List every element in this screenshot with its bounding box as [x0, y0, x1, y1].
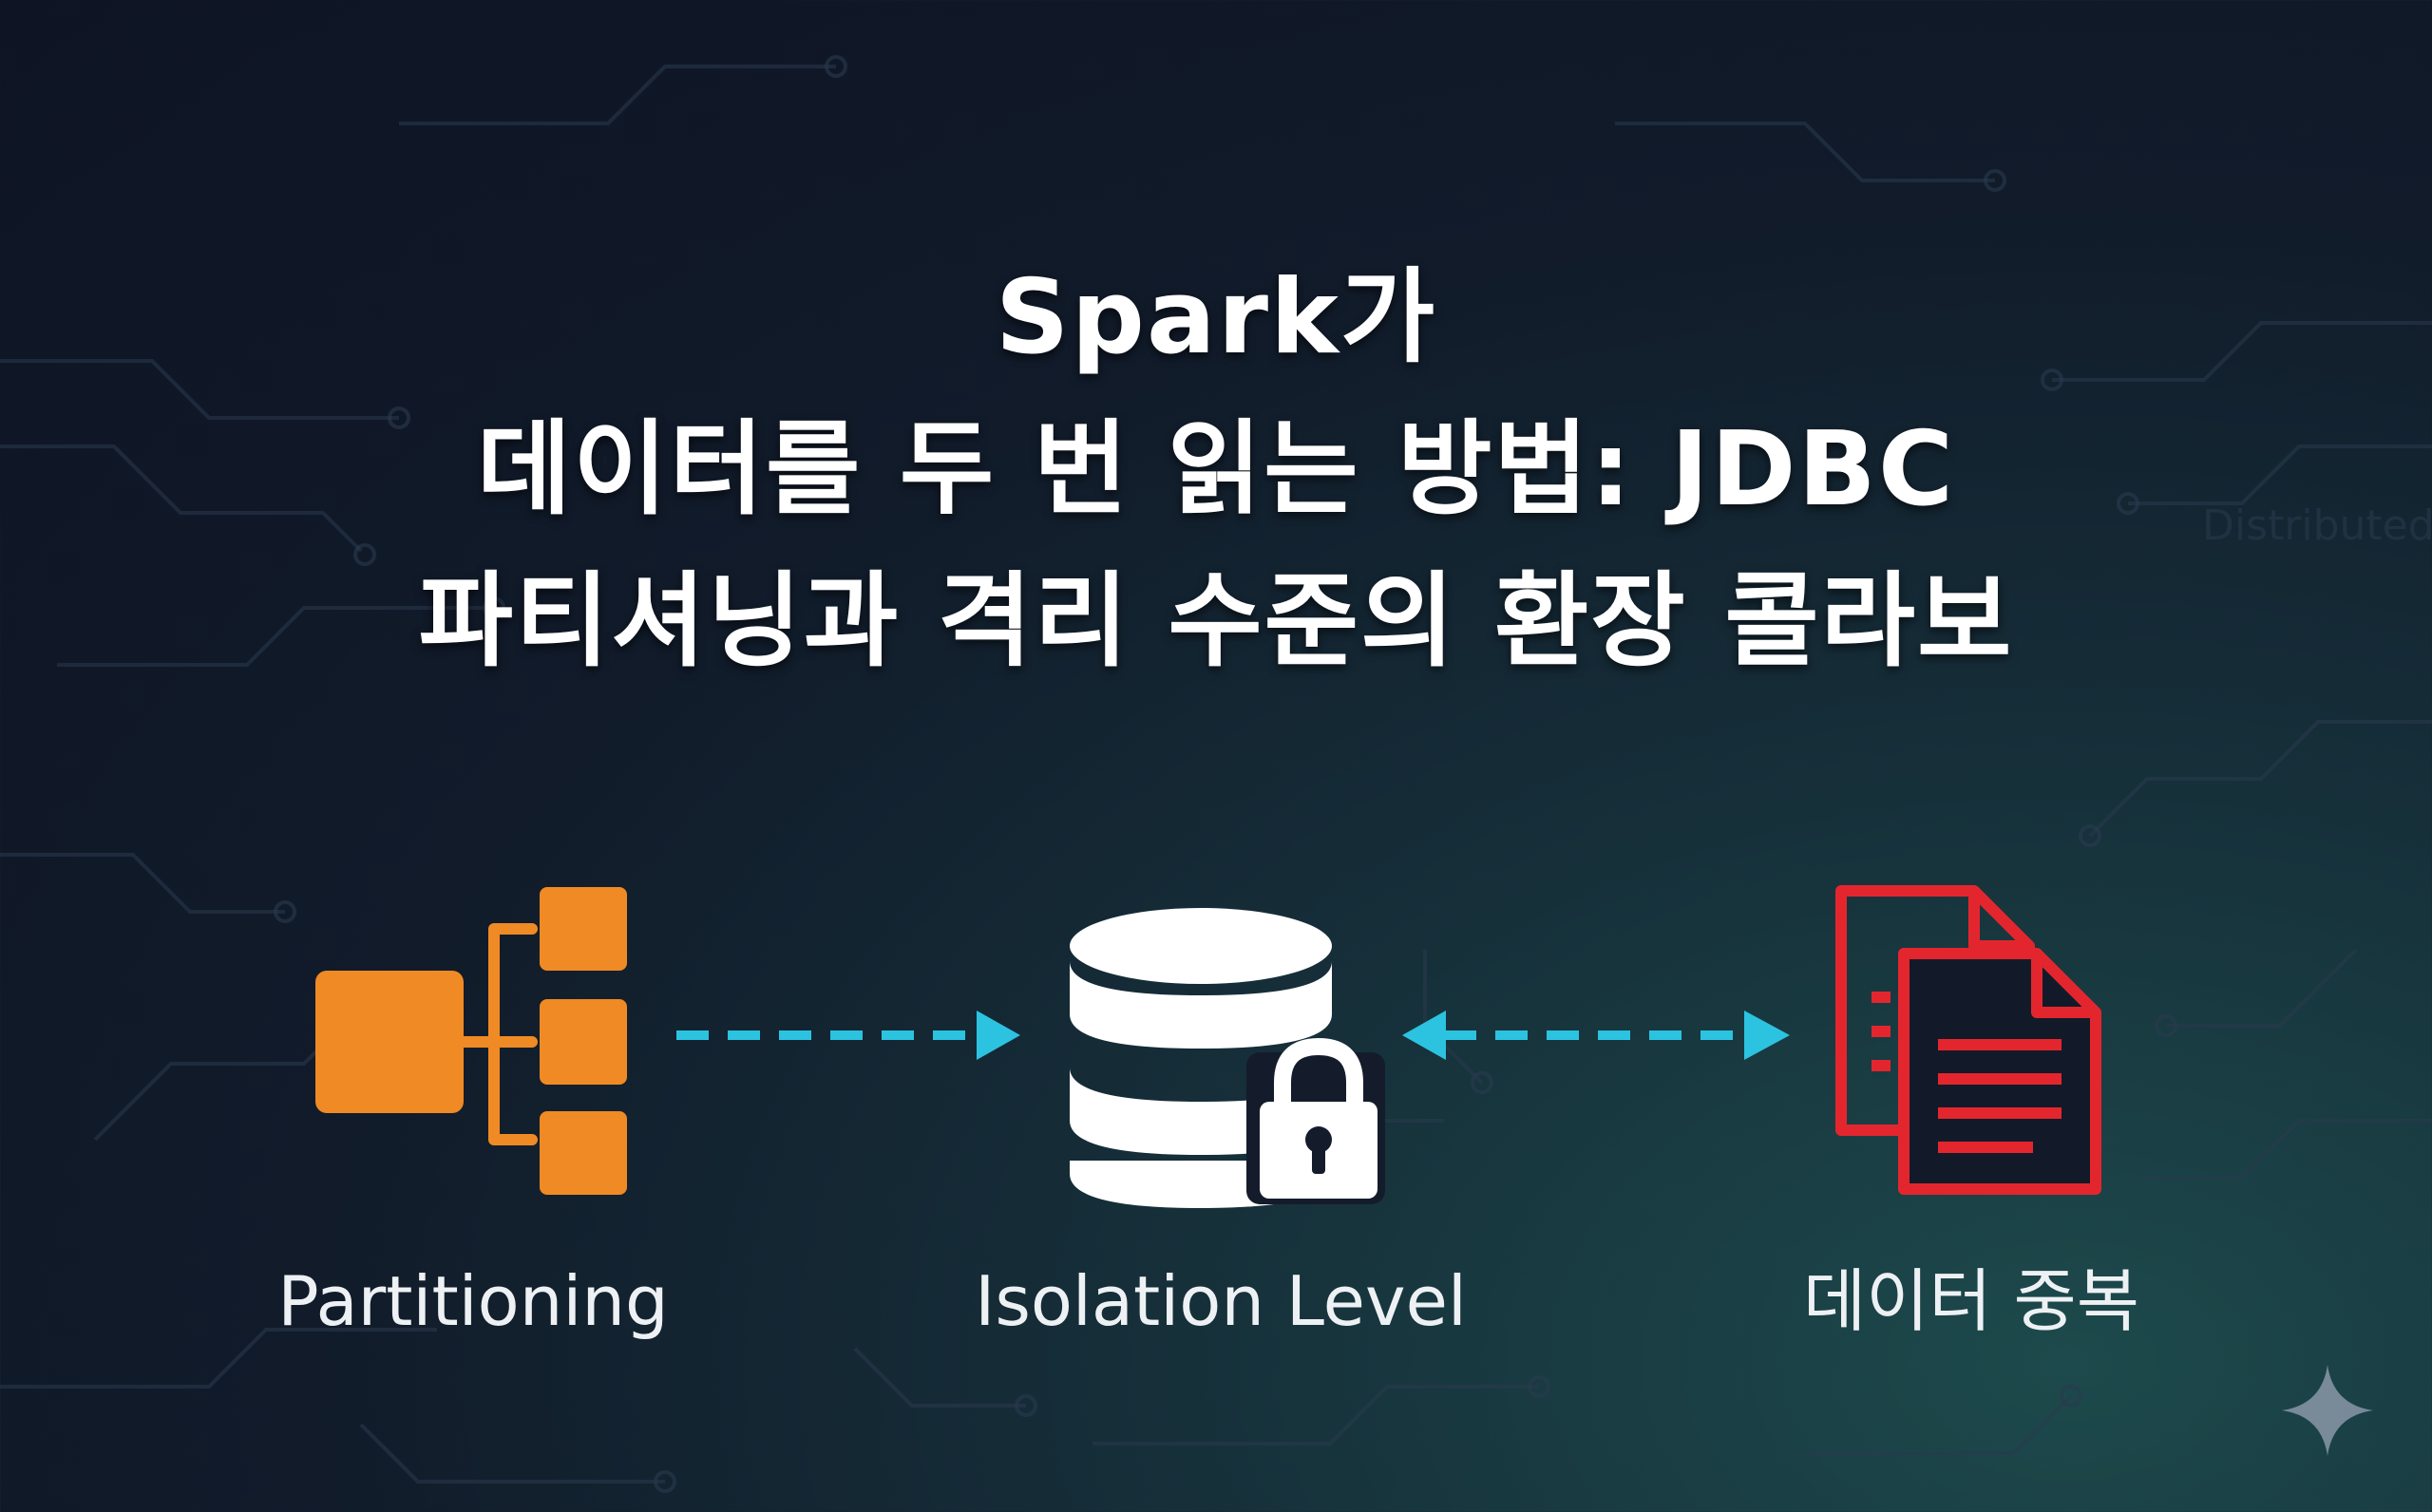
label-partitioning: Partitioning	[277, 1261, 669, 1341]
arrow-partitioning-to-isolation	[676, 1011, 1020, 1060]
title-line-1: Spark가	[995, 258, 1437, 377]
arrow-isolation-to-duplication	[1402, 1011, 1790, 1060]
title-line-2: 데이터를 두 번 읽는 방법: JDBC	[476, 410, 1956, 529]
title-line-3: 파티셔닝과 격리 수준의 환장 콜라보	[418, 562, 2014, 681]
label-data-duplication: 데이터 중복	[1802, 1261, 2140, 1341]
database-lock-icon	[1070, 908, 1385, 1208]
sparkle-icon	[2282, 1365, 2373, 1456]
duplicate-documents-icon	[1835, 885, 2101, 1195]
label-isolation-level: Isolation Level	[975, 1261, 1467, 1341]
partition-tree-icon	[315, 887, 627, 1195]
background-watermark-text: Distributed	[2202, 501, 2432, 550]
page-title: Spark가 데이터를 두 번 읽는 방법: JDBC 파티셔닝과 격리 수준의…	[0, 242, 2432, 698]
